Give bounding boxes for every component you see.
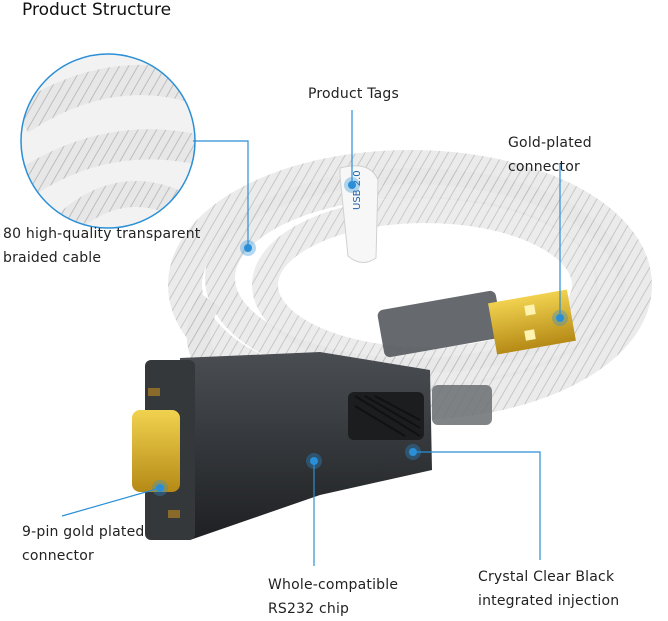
zoom-circle [20, 53, 196, 229]
label-injection-line1: Crystal Clear Black [478, 569, 615, 585]
db9-connector [132, 352, 492, 540]
page-title: Product Structure [22, 0, 172, 20]
label-braided-cable-line1: 80 high-quality transparent [3, 226, 201, 242]
label-injection-line2: integrated injection [478, 593, 620, 609]
label-ninepin-line2: connector [22, 548, 94, 564]
callout-lines [61, 110, 561, 566]
tag-text: USB 2.0 [352, 170, 363, 210]
usb-a-connector [377, 289, 576, 358]
label-chip-line1: Whole-compatible [268, 577, 399, 593]
label-gold-connector: Gold-plated connector [508, 135, 592, 175]
label-ninepin-line1: 9-pin gold plated [22, 524, 145, 540]
product-tag: USB 2.0 [339, 165, 379, 263]
label-product-tags: Product Tags [308, 86, 400, 102]
callout-dots [152, 177, 568, 496]
label-braided-cable-line2: braided cable [3, 250, 102, 266]
label-chip-line2: RS232 chip [268, 601, 350, 617]
